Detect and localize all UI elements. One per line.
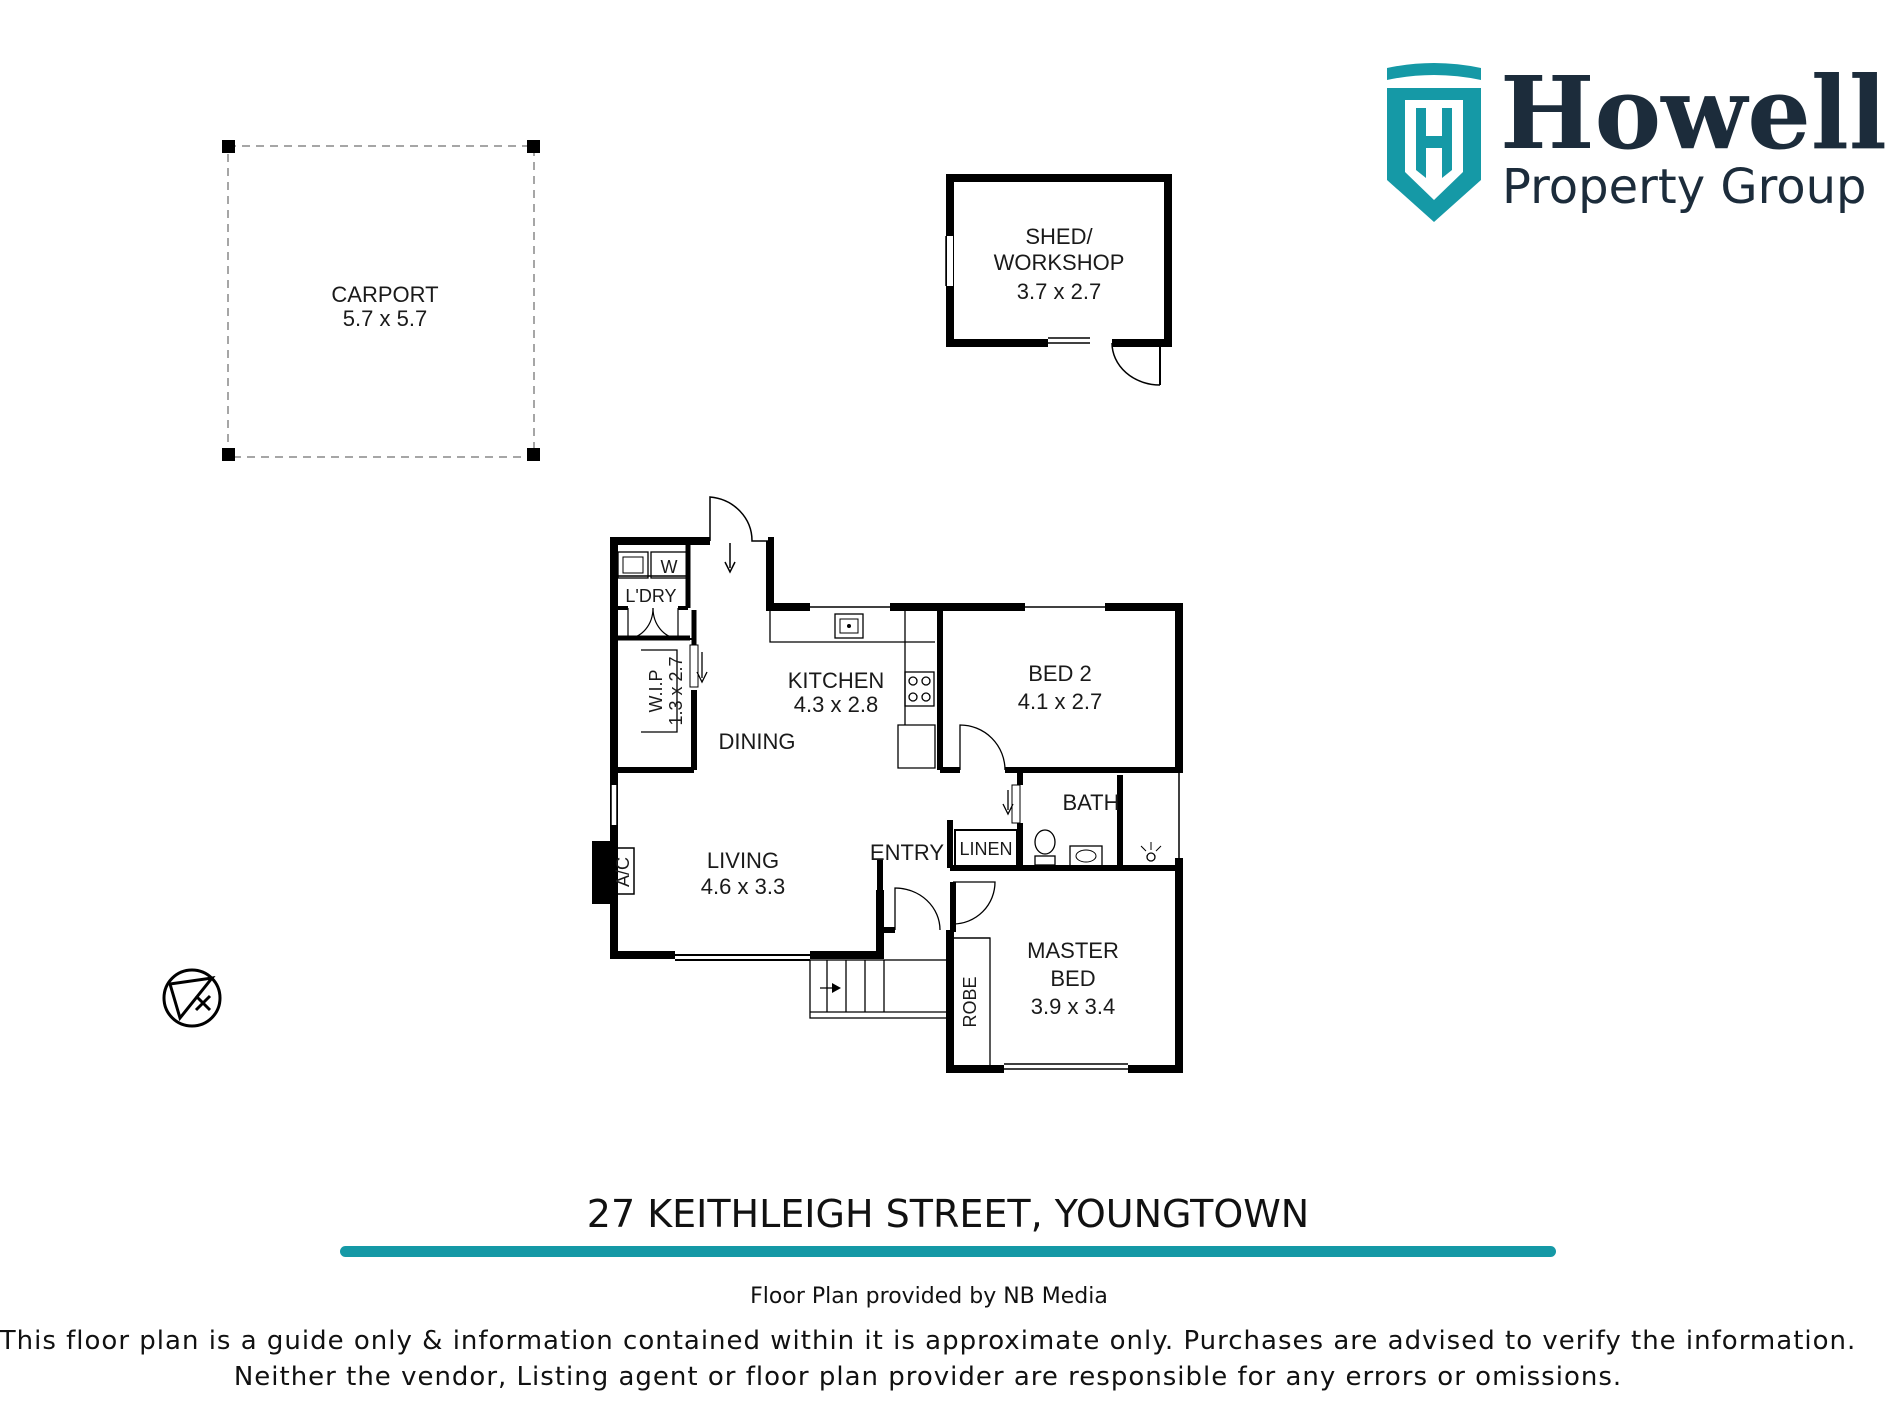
house: A/C W L'DRY W.I.P 1.3 x 2.7 xyxy=(592,496,1183,1073)
toilet-icon xyxy=(1034,829,1056,855)
carport-label: CARPORT xyxy=(331,282,438,307)
accent-bar xyxy=(340,1246,1556,1257)
shed-label-1: SHED/ xyxy=(1025,224,1093,249)
shed-label-2: WORKSHOP xyxy=(994,250,1125,275)
brand-name: Howell xyxy=(1500,54,1887,172)
laundry-label: L'DRY xyxy=(625,586,676,606)
shed-workshop: SHED/ WORKSHOP 3.7 x 2.7 xyxy=(945,174,1172,386)
robe-label: ROBE xyxy=(960,976,980,1027)
master-size: 3.9 x 3.4 xyxy=(1031,994,1115,1019)
address-title: 27 KEITHLEIGH STREET, YOUNGTOWN xyxy=(587,1192,1309,1236)
carport: CARPORT 5.7 x 5.7 xyxy=(222,140,540,461)
bed2-size: 4.1 x 2.7 xyxy=(1018,689,1102,714)
stairs xyxy=(809,959,949,1019)
living-label: LIVING xyxy=(707,848,779,873)
brand-tagline: Property Group xyxy=(1502,159,1867,215)
shed-size: 3.7 x 2.7 xyxy=(1017,279,1101,304)
washer-label: W xyxy=(661,557,678,577)
shower-icon xyxy=(1146,852,1156,862)
living-size: 4.6 x 3.3 xyxy=(701,874,785,899)
shield-icon xyxy=(1387,63,1481,222)
disclaimer-line-1: This floor plan is a guide only & inform… xyxy=(0,1326,1856,1356)
wip-size: 1.3 x 2.7 xyxy=(666,656,686,725)
north-arrow-icon xyxy=(162,968,222,1028)
master-label-1: MASTER xyxy=(1027,938,1119,963)
brand-logo: Howell Property Group xyxy=(1387,54,1887,222)
dining-label: DINING xyxy=(719,729,796,754)
credit-line: Floor Plan provided by NB Media xyxy=(750,1284,1108,1309)
wip-label: W.I.P xyxy=(646,669,666,712)
linen-label: LINEN xyxy=(959,839,1012,859)
bath-label: BATH xyxy=(1062,790,1119,815)
carport-size: 5.7 x 5.7 xyxy=(343,306,427,331)
basin-icon xyxy=(1069,845,1103,867)
disclaimer-line-2: Neither the vendor, Listing agent or flo… xyxy=(234,1362,1622,1392)
ac-label: A/C xyxy=(613,857,633,887)
master-label-2: BED xyxy=(1050,966,1095,991)
kitchen-size: 4.3 x 2.8 xyxy=(794,692,878,717)
bed2-label: BED 2 xyxy=(1028,661,1092,686)
kitchen-label: KITCHEN xyxy=(788,668,885,693)
